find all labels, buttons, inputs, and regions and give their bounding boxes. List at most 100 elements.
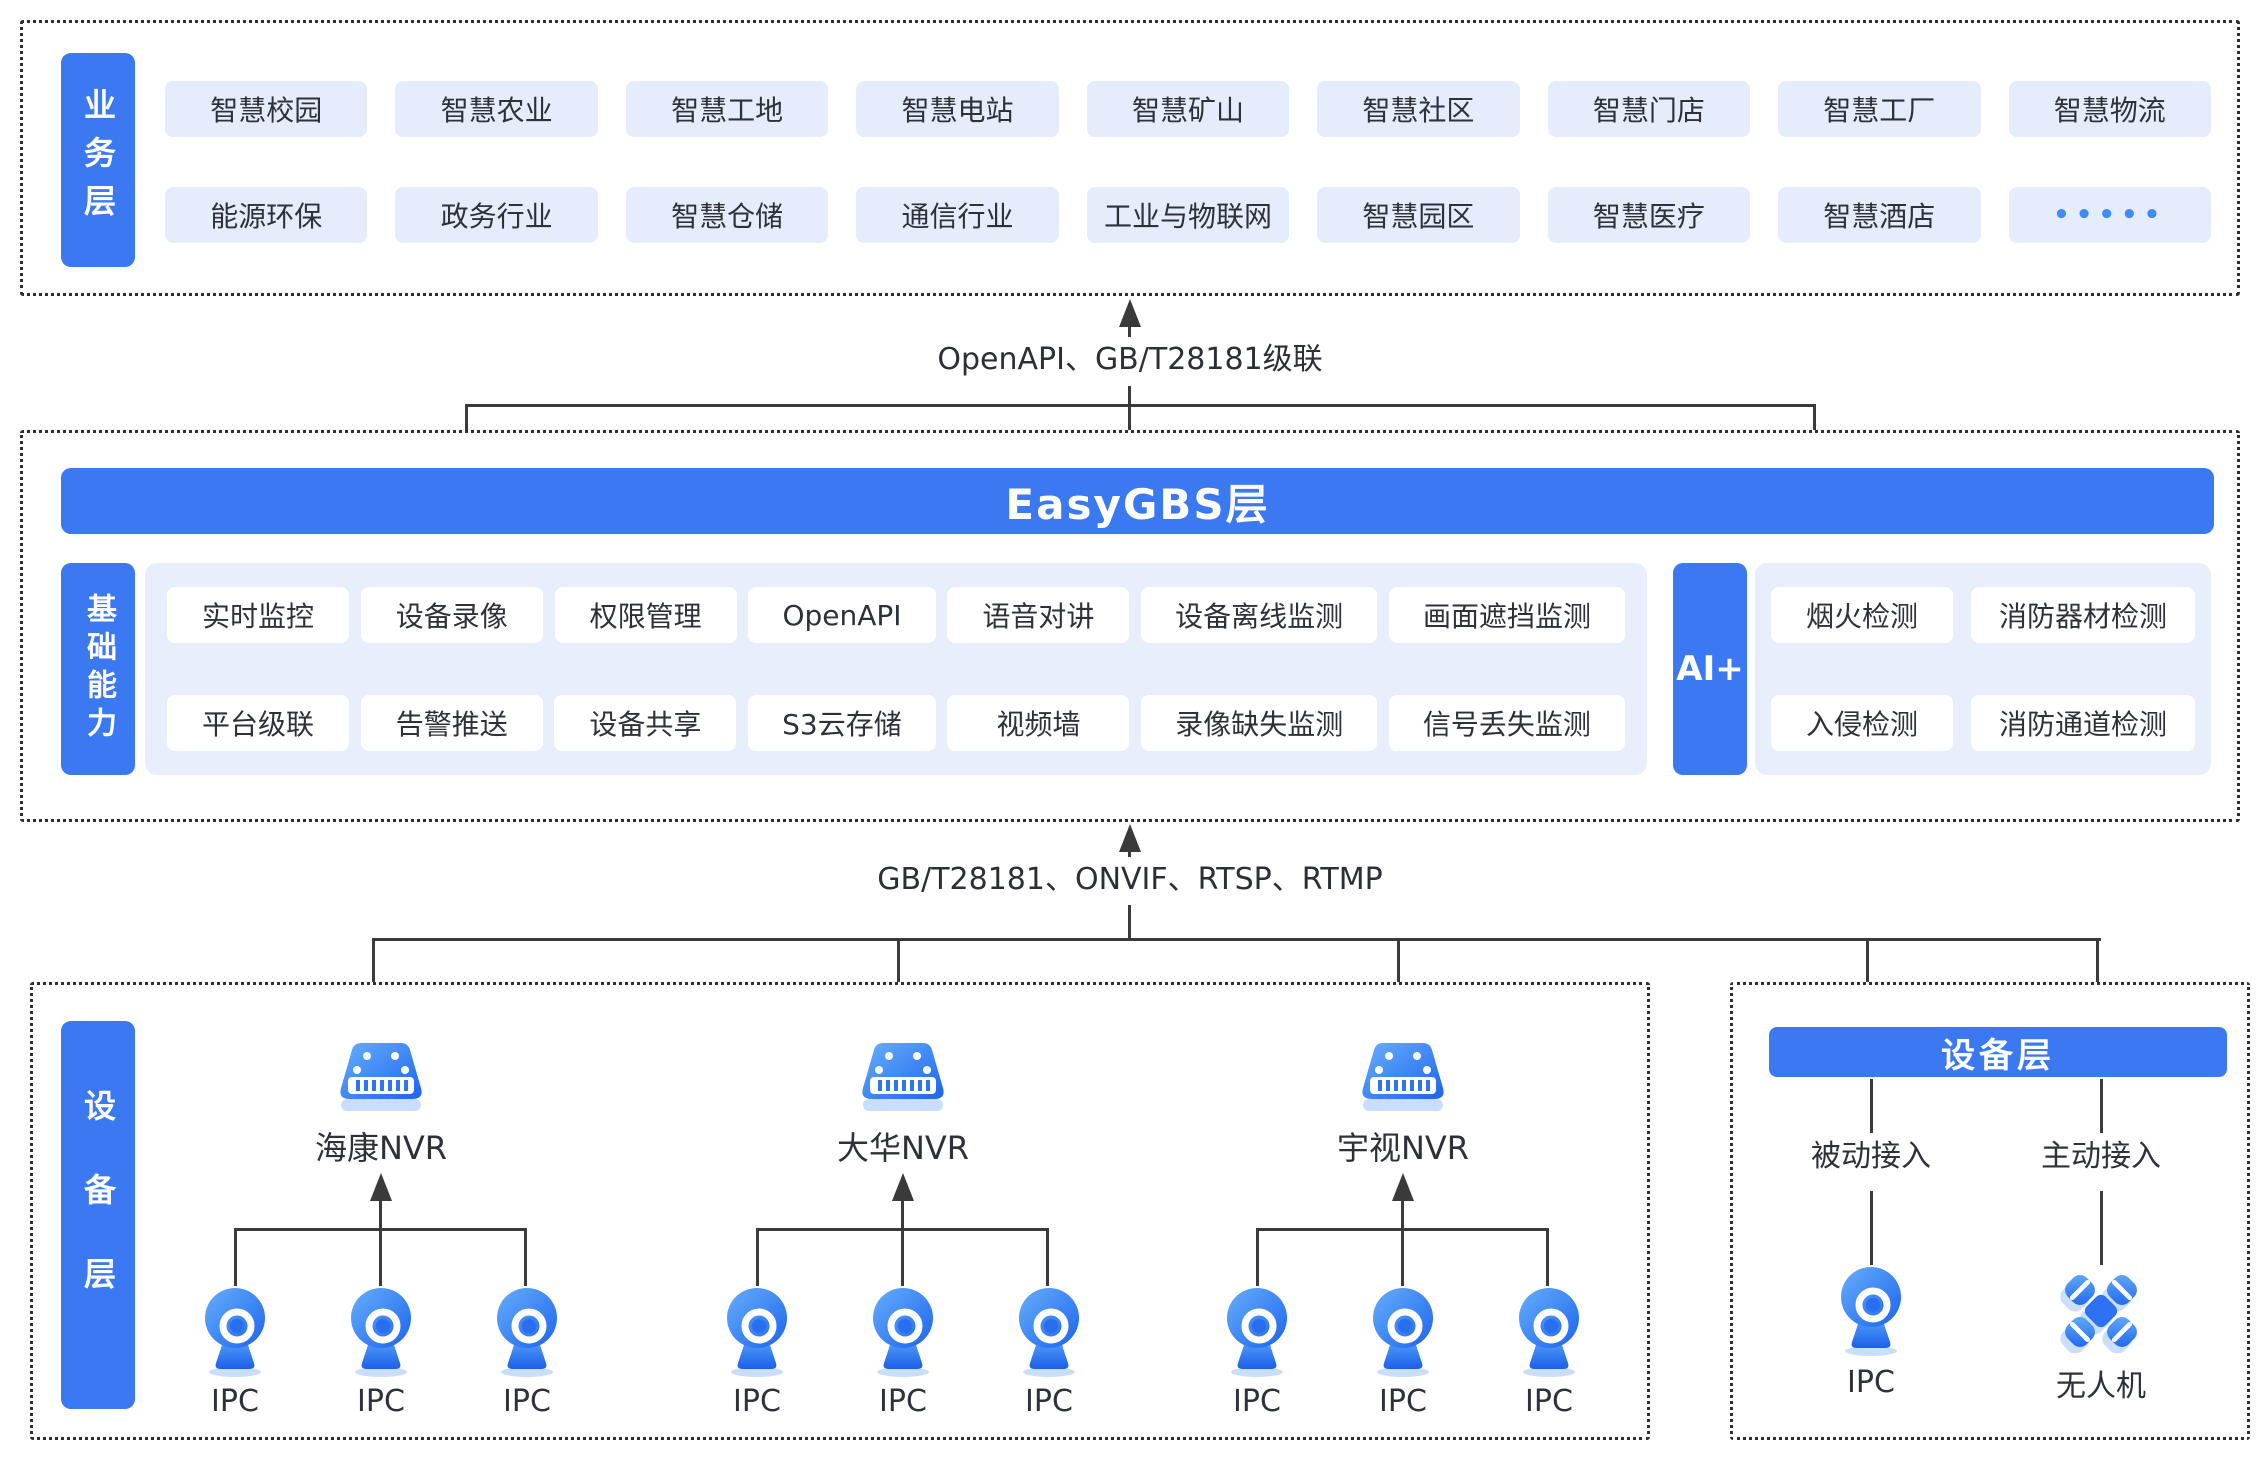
business-item: 通信行业	[856, 187, 1059, 243]
capability-pill: 画面遮挡监测	[1388, 587, 1625, 643]
business-item: 政务行业	[395, 187, 598, 243]
capability-pill: 设备录像	[360, 587, 543, 643]
nvr-name: 大华NVR	[836, 1129, 970, 1167]
ipc-device: IPC	[843, 1286, 963, 1419]
ipc-label: IPC	[733, 1384, 781, 1419]
ipc-camera-icon	[1019, 1288, 1079, 1377]
stub-line	[1401, 1228, 1404, 1286]
nvr-name: 宇视NVR	[1336, 1129, 1470, 1167]
ipc-label: IPC	[503, 1384, 551, 1419]
ai-capabilities-panel: 烟火检测 消防器材检测 入侵检测 消防通道检测	[1755, 563, 2211, 775]
business-item: 工业与物联网	[1086, 187, 1290, 243]
base-capabilities-panel: 实时监控 设备录像 权限管理 OpenAPI 语音对讲 设备离线监测 画面遮挡监…	[145, 563, 1647, 775]
business-layer-panel: 业务层 智慧校园 智慧农业 智慧工地 智慧电站 智慧矿山 智慧社区 智慧门店 智…	[20, 20, 2240, 296]
capability-pill: 实时监控	[167, 587, 349, 643]
ipc-camera-icon	[1227, 1288, 1287, 1377]
capability-pill: 视频墙	[947, 695, 1130, 751]
business-item: 智慧校园	[165, 81, 368, 137]
device-layer-banner: 设备层	[1769, 1027, 2227, 1077]
nvr-icon	[1362, 1043, 1444, 1111]
ipc-label: IPC	[211, 1384, 259, 1419]
capability-pill: 信号丢失监测	[1388, 695, 1625, 751]
ipc-device: IPC	[1489, 1286, 1609, 1419]
business-item: 智慧电站	[856, 81, 1059, 137]
ipc-label: IPC	[1233, 1384, 1281, 1419]
connector-line	[1128, 850, 1131, 858]
nvr-cluster: 宇视NVR IPC	[1223, 1033, 1583, 1425]
ipc-camera-icon	[205, 1288, 265, 1377]
capability-pill: 告警推送	[360, 695, 543, 751]
business-item: 智慧工厂	[1778, 81, 1981, 137]
ipc-label: IPC	[879, 1384, 927, 1419]
connector-line	[1870, 1079, 1873, 1133]
ai-capability-pill: 消防器材检测	[1971, 587, 2195, 643]
arrow-up-icon	[370, 1173, 392, 1201]
drone-label: 无人机	[2056, 1369, 2146, 1404]
ipc-device: IPC	[1343, 1286, 1463, 1419]
capability-pill: 语音对讲	[947, 587, 1130, 643]
capabilities-row-1: 实时监控 设备录像 权限管理 OpenAPI 语音对讲 设备离线监测 画面遮挡监…	[167, 587, 1625, 643]
bracket-line	[465, 404, 1816, 407]
device-layer-right-panel: 设备层 被动接入 主动接入 IPC	[1730, 982, 2250, 1440]
ipc-device: IPC	[1811, 1265, 1931, 1400]
arrow-up-icon	[1392, 1173, 1414, 1201]
ipc-label: IPC	[357, 1384, 405, 1419]
connector-line	[1128, 325, 1131, 337]
stub-line	[524, 1228, 527, 1286]
connector-line	[1128, 905, 1131, 940]
ipc-device: IPC	[989, 1286, 1109, 1419]
capability-pill: S3云存储	[748, 695, 936, 751]
ai-plus-label: AI+	[1673, 563, 1747, 775]
device-layer-left-panel: 设备层 海康NVR	[30, 982, 1650, 1440]
business-item: 智慧园区	[1317, 187, 1520, 243]
stub-line	[1046, 1228, 1049, 1286]
capability-pill: 设备共享	[554, 695, 737, 751]
business-item: 智慧工地	[625, 81, 829, 137]
business-item: 智慧矿山	[1086, 81, 1290, 137]
business-item: 智慧物流	[2008, 81, 2211, 137]
capability-pill: OpenAPI	[748, 587, 936, 643]
business-item: 智慧门店	[1547, 81, 1751, 137]
capability-pill: 录像缺失监测	[1141, 695, 1378, 751]
ipc-device: IPC	[467, 1286, 587, 1419]
nvr-name: 海康NVR	[314, 1129, 448, 1167]
connector-line	[1128, 386, 1131, 468]
stub-line	[234, 1228, 237, 1286]
capability-pill: 平台级联	[167, 695, 349, 751]
stub-line	[756, 1228, 759, 1286]
nvr-icon	[340, 1043, 422, 1111]
ipc-device: IPC	[321, 1286, 441, 1419]
connector-line	[1401, 1199, 1404, 1230]
nvr-icon	[862, 1043, 944, 1111]
connector-line	[2100, 1079, 2103, 1133]
connector-line	[1870, 1191, 1873, 1265]
ipc-camera-icon	[727, 1288, 787, 1377]
business-item-more-dots: •••••	[2008, 187, 2211, 243]
ipc-device: IPC	[697, 1286, 817, 1419]
base-capabilities-label: 基础能力	[61, 563, 135, 775]
connector-line	[379, 1199, 382, 1230]
ipc-label: IPC	[1025, 1384, 1073, 1419]
passive-access-label: 被动接入	[1761, 1135, 1981, 1179]
bus-line	[373, 938, 2101, 941]
business-layer-label: 业务层	[61, 53, 135, 267]
connector-line	[901, 1199, 904, 1230]
ai-capability-pill: 烟火检测	[1771, 587, 1953, 643]
device-layer-label: 设备层	[61, 1021, 135, 1409]
arrow-up-icon	[1119, 824, 1141, 852]
stub-line	[901, 1228, 904, 1286]
capability-pill: 设备离线监测	[1141, 587, 1378, 643]
business-row-1: 智慧校园 智慧农业 智慧工地 智慧电站 智慧矿山 智慧社区 智慧门店 智慧工厂 …	[165, 81, 2211, 137]
ai-capability-pill: 入侵检测	[1771, 695, 1953, 751]
ipc-device: IPC	[1197, 1286, 1317, 1419]
business-item: 智慧仓储	[625, 187, 829, 243]
capability-pill: 权限管理	[554, 587, 737, 643]
active-access-label: 主动接入	[1991, 1135, 2211, 1179]
drone-device: 无人机	[2041, 1269, 2161, 1405]
easygbs-layer-panel: EasyGBS层 基础能力 实时监控 设备录像 权限管理 OpenAPI 语音对…	[20, 430, 2240, 822]
business-item: 智慧社区	[1317, 81, 1520, 137]
ipc-camera-icon	[873, 1288, 933, 1377]
business-item: 能源环保	[165, 187, 368, 243]
ipc-camera-icon	[1373, 1288, 1433, 1377]
ai-row-1: 烟火检测 消防器材检测	[1771, 587, 2195, 643]
